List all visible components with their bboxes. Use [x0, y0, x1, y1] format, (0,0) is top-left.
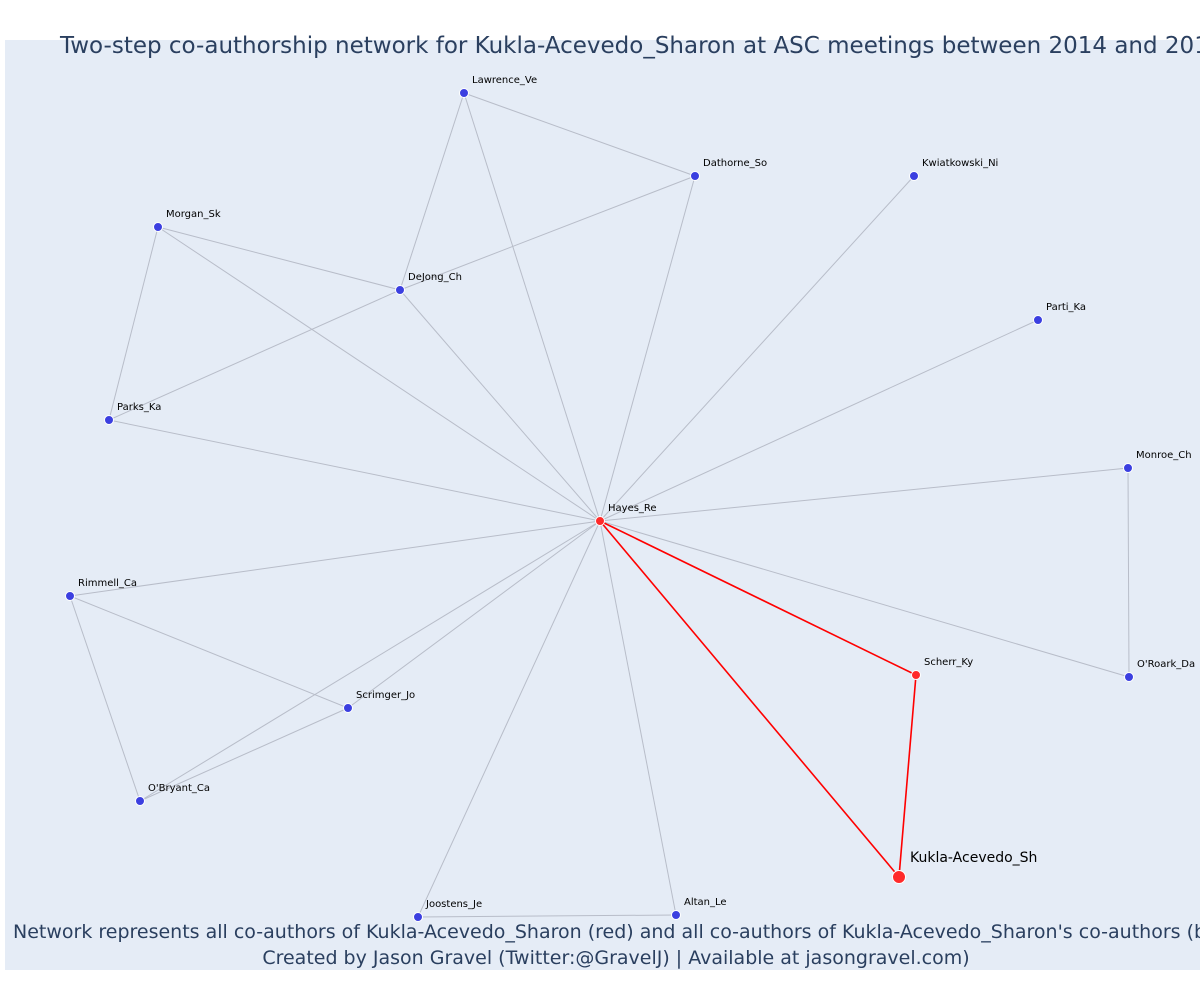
- edge-hayes-re-scherr-ky: [599, 520, 917, 676]
- edge-lawrence-ve-dathorne-so: [463, 92, 696, 177]
- edges-layer: [69, 92, 1130, 918]
- node-dejong-ch[interactable]: [395, 285, 405, 295]
- node-lawrence-ve[interactable]: [459, 88, 469, 98]
- edge-hayes-re-dejong-ch: [399, 289, 601, 522]
- node-rimmell-ca[interactable]: [65, 591, 75, 601]
- node-label-parks-ka: Parks_Ka: [117, 402, 161, 413]
- edge-hayes-re-kukla-acevedo-sh: [599, 520, 900, 878]
- node-label-rimmell-ca: Rimmell_Ca: [78, 578, 137, 589]
- caption-line-1: Network represents all co-authors of Kuk…: [13, 921, 1200, 943]
- edge-hayes-re-o-bryant-ca: [139, 520, 601, 802]
- nodes-layer: [65, 88, 1134, 922]
- edge-hayes-re-parti-ka: [599, 319, 1039, 522]
- node-monroe-ch[interactable]: [1123, 463, 1133, 473]
- edge-scherr-ky-kukla-acevedo-sh: [898, 674, 917, 878]
- node-label-scherr-ky: Scherr_Ky: [924, 657, 973, 668]
- node-label-lawrence-ve: Lawrence_Ve: [472, 75, 537, 86]
- plot-background: [5, 40, 1200, 970]
- edge-morgan-sk-parks-ka: [108, 226, 159, 421]
- node-hayes-re[interactable]: [595, 516, 605, 526]
- edge-rimmell-ca-o-bryant-ca: [69, 595, 141, 802]
- edge-rimmell-ca-scrimger-jo: [69, 595, 349, 709]
- edge-dathorne-so-dejong-ch: [399, 175, 696, 291]
- node-altan-le[interactable]: [671, 910, 681, 920]
- node-label-hayes-re: Hayes_Re: [608, 503, 657, 514]
- node-morgan-sk[interactable]: [153, 222, 163, 232]
- edge-hayes-re-lawrence-ve: [463, 92, 601, 522]
- node-o-bryant-ca[interactable]: [135, 796, 145, 806]
- node-label-monroe-ch: Monroe_Ch: [1136, 450, 1192, 461]
- edge-parks-ka-dejong-ch: [108, 289, 401, 421]
- node-scrimger-jo[interactable]: [343, 703, 353, 713]
- node-label-dejong-ch: DeJong_Ch: [408, 272, 462, 283]
- node-joostens-je[interactable]: [413, 912, 423, 922]
- edge-hayes-re-altan-le: [599, 520, 677, 916]
- node-kukla-acevedo-sh[interactable]: [892, 870, 906, 884]
- node-o-roark-da[interactable]: [1124, 672, 1134, 682]
- caption-line-2: Created by Jason Gravel (Twitter:@Gravel…: [262, 947, 969, 969]
- edge-hayes-re-monroe-ch: [599, 467, 1129, 522]
- node-parks-ka[interactable]: [104, 415, 114, 425]
- node-label-altan-le: Altan_Le: [684, 897, 727, 908]
- node-parti-ka[interactable]: [1033, 315, 1043, 325]
- node-label-kukla-acevedo-sh: Kukla-Acevedo_Sh: [910, 850, 1037, 866]
- edge-hayes-re-kwiatkowski-ni: [599, 175, 915, 522]
- node-label-o-roark-da: O'Roark_Da: [1137, 659, 1195, 670]
- node-scherr-ky[interactable]: [911, 670, 921, 680]
- edge-hayes-re-rimmell-ca: [69, 520, 601, 597]
- edge-joostens-je-altan-le: [417, 914, 677, 918]
- edge-hayes-re-morgan-sk: [157, 226, 601, 522]
- node-label-morgan-sk: Morgan_Sk: [166, 209, 221, 220]
- edge-hayes-re-parks-ka: [108, 419, 601, 522]
- node-label-o-bryant-ca: O'Bryant_Ca: [148, 783, 210, 794]
- node-label-kwiatkowski-ni: Kwiatkowski_Ni: [922, 158, 998, 169]
- node-label-dathorne-so: Dathorne_So: [703, 158, 767, 169]
- edge-hayes-re-o-roark-da: [599, 520, 1130, 678]
- edge-morgan-sk-dejong-ch: [157, 226, 401, 291]
- node-label-joostens-je: Joostens_Je: [425, 899, 482, 910]
- node-label-parti-ka: Parti_Ka: [1046, 302, 1086, 313]
- node-dathorne-so[interactable]: [690, 171, 700, 181]
- edge-monroe-ch-o-roark-da: [1127, 467, 1130, 678]
- node-kwiatkowski-ni[interactable]: [909, 171, 919, 181]
- edge-hayes-re-scrimger-jo: [347, 520, 601, 709]
- edge-hayes-re-dathorne-so: [599, 175, 696, 522]
- edge-hayes-re-joostens-je: [417, 520, 601, 918]
- node-label-scrimger-jo: Scrimger_Jo: [356, 690, 415, 701]
- edge-lawrence-ve-dejong-ch: [399, 92, 465, 291]
- edge-scrimger-jo-o-bryant-ca: [139, 707, 349, 802]
- chart-title: Two-step co-authorship network for Kukla…: [59, 33, 1200, 59]
